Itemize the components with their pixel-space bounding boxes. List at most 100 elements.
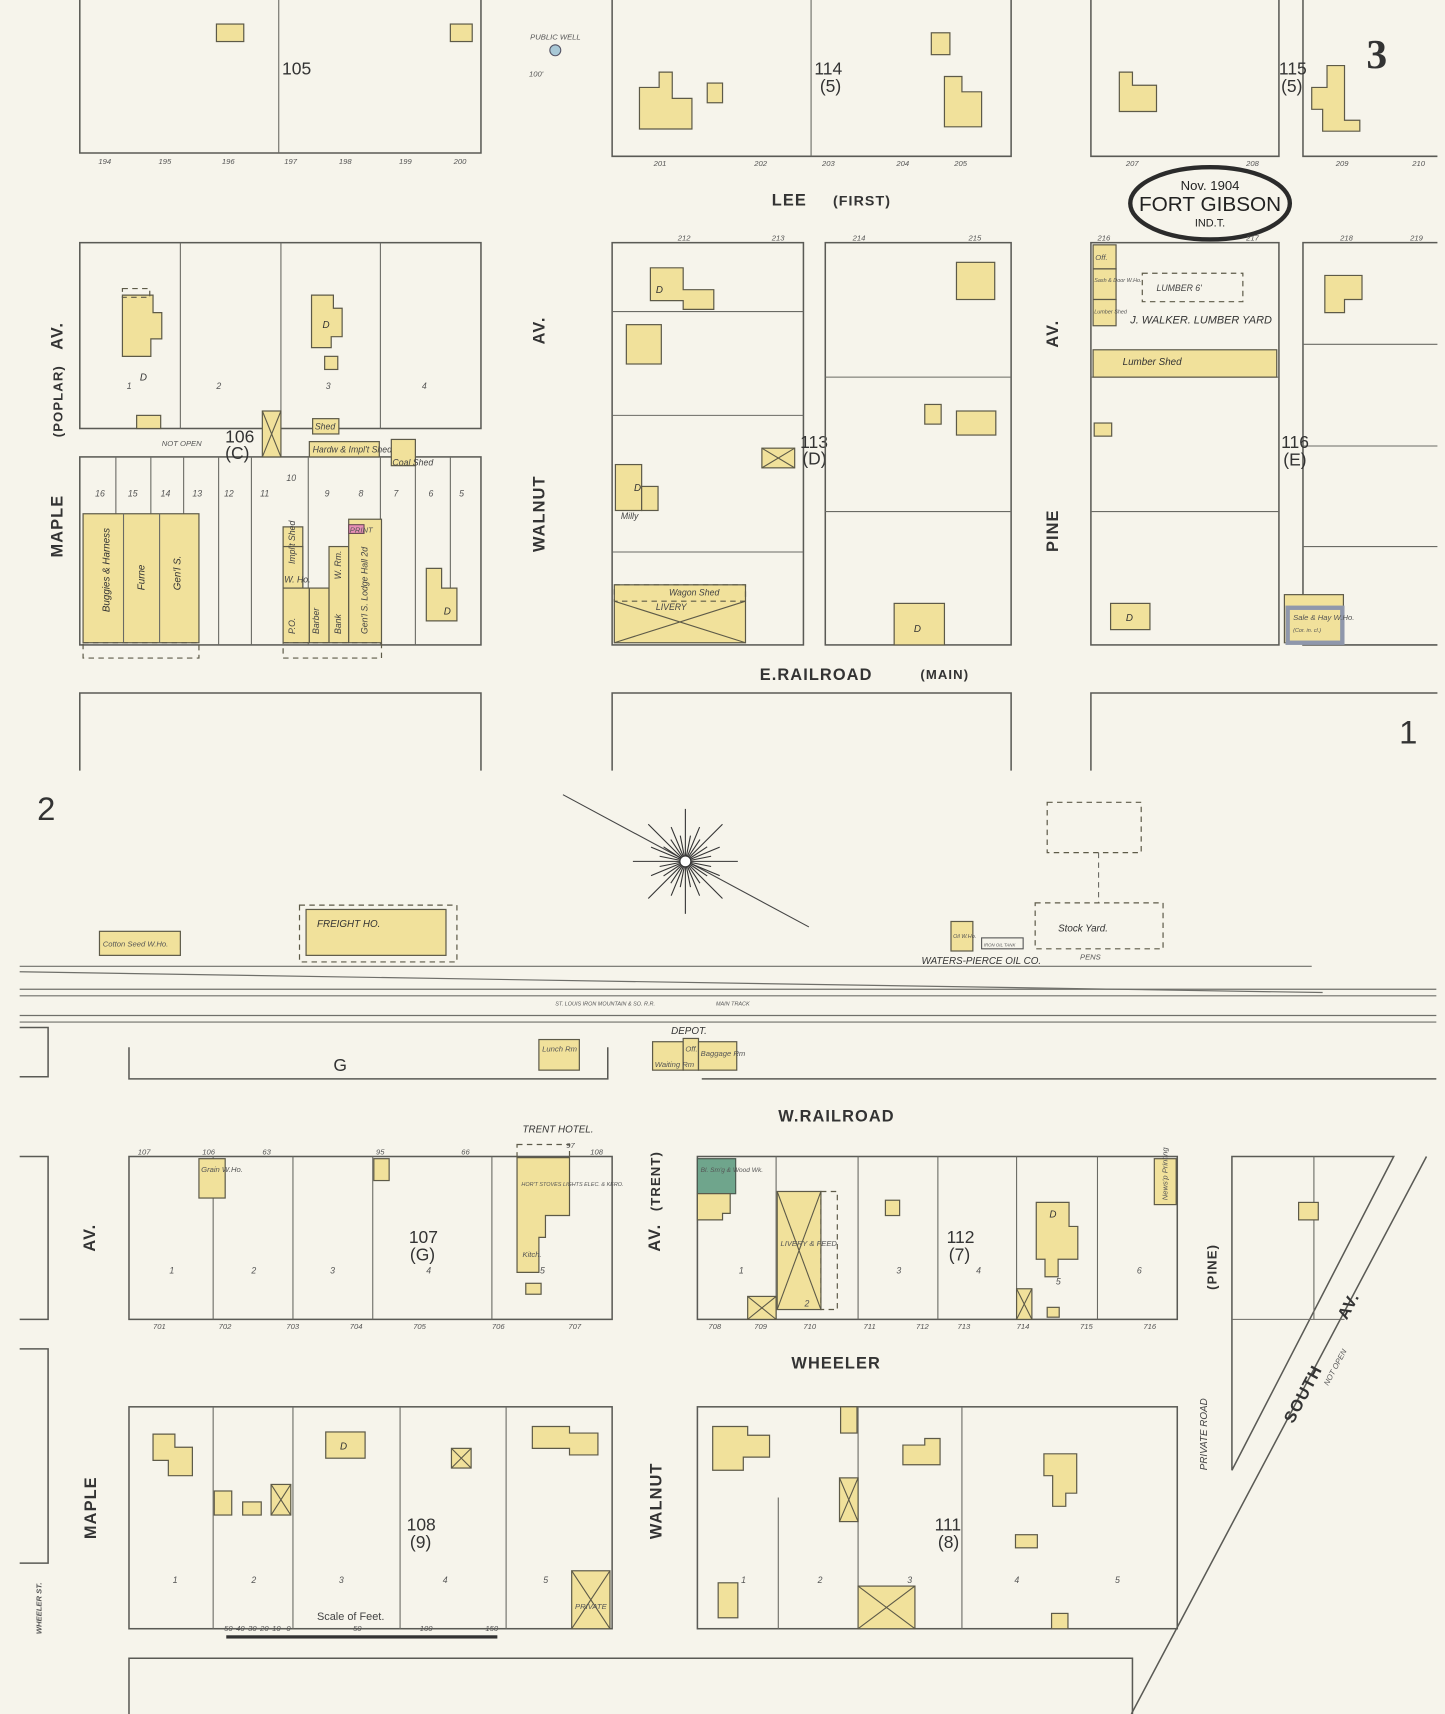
street-wheeler-st: WHEELER ST. <box>35 1583 44 1635</box>
freight-house-label: FREIGHT HO. <box>317 919 380 930</box>
svg-text:1: 1 <box>127 381 132 391</box>
print-label: PRINT <box>350 525 374 534</box>
block-letter: (9) <box>410 1532 431 1552</box>
svg-text:97: 97 <box>566 1141 575 1150</box>
block-116: 116 (E) Sale & Hay W.Ho. (Cor. in. cl.) <box>1281 241 1438 646</box>
svg-text:G: G <box>333 1055 347 1075</box>
svg-text:210: 210 <box>1411 159 1425 168</box>
svg-text:D: D <box>1126 613 1133 624</box>
svg-text:1: 1 <box>741 1575 746 1585</box>
general-store-label: Gen'l S. <box>172 556 183 591</box>
svg-text:3: 3 <box>907 1575 912 1585</box>
block-east-of-113: D <box>824 241 1012 646</box>
svg-text:198: 198 <box>339 157 352 166</box>
street-trent-alt: (TRENT) <box>648 1151 663 1211</box>
street-maple-av: AV. <box>48 322 66 350</box>
svg-text:199: 199 <box>399 157 412 166</box>
block-letter: (5) <box>1281 76 1302 96</box>
compass-ray <box>685 846 720 862</box>
svg-text:201: 201 <box>653 159 667 168</box>
scale-bar: Scale of Feet. 50 40 30 20 10 0 50 100 1… <box>224 1611 499 1639</box>
railroad-name: ST. LOUIS IRON MOUNTAIN & SO. R.R. <box>555 1002 655 1008</box>
adjacent-sheet-west: 2 <box>37 790 55 827</box>
trent-hotel-label: TRENT HOTEL. <box>523 1124 594 1135</box>
street-wheeler: WHEELER <box>791 1355 881 1373</box>
well-depth: 100' <box>529 70 544 79</box>
oil-company-label: WATERS-PIERCE OIL CO. <box>921 956 1041 967</box>
svg-text:10: 10 <box>286 473 296 483</box>
svg-text:66: 66 <box>461 1147 470 1156</box>
implement-shed-label: Impl't Shed <box>287 519 297 564</box>
svg-text:5: 5 <box>540 1265 545 1275</box>
address-row-lee: 216 217 218 219 212 213 214 215 <box>677 233 1424 242</box>
block-111: 111 (8) 1 2 3 4 5 <box>696 1406 1179 1630</box>
svg-text:63: 63 <box>262 1147 271 1156</box>
adjacent-sheet-east: 1 <box>1399 713 1417 750</box>
svg-text:703: 703 <box>286 1322 299 1331</box>
address-row-top: 194 195 196 197 198 199 200 201 202 203 … <box>98 157 1425 168</box>
block-105: 105 <box>79 0 482 154</box>
coal-shed-label: Coal Shed <box>392 458 434 468</box>
svg-text:5: 5 <box>459 488 464 498</box>
printing-label: News'p Printing <box>1160 1147 1169 1201</box>
svg-text:4: 4 <box>443 1575 448 1585</box>
buggies-harness-label: Buggies & Harness <box>101 528 112 612</box>
livery-label: LIVERY <box>656 602 688 612</box>
block-number: 105 <box>282 58 311 78</box>
svg-text:7: 7 <box>394 488 400 498</box>
street-e-railroad-alt: (MAIN) <box>920 667 969 682</box>
svg-text:710: 710 <box>803 1322 816 1331</box>
street-maple-lower: MAPLE <box>82 1476 100 1539</box>
svg-text:195: 195 <box>158 157 171 166</box>
svg-text:707: 707 <box>568 1322 581 1331</box>
blacksmith-label: Bl. Sm'g & Wood Wk. <box>701 1167 764 1174</box>
hotel-note: HOR'T STOVES LIGHTS ELEC. & KERO. <box>521 1182 623 1188</box>
svg-text:205: 205 <box>953 159 967 168</box>
svg-text:D: D <box>634 483 641 494</box>
block-116-lumber-yard: Off. Sash & Door W.Ho. Lumber Shed LUMBE… <box>1090 241 1280 646</box>
svg-text:214: 214 <box>852 233 866 242</box>
street-lee-alt: (FIRST) <box>833 194 891 210</box>
compass-ray <box>670 861 686 896</box>
svg-text:3: 3 <box>339 1575 344 1585</box>
compass-ray <box>685 860 720 877</box>
block-107: Grain W.Ho. TRENT HOTEL. HOR'T STOVES LI… <box>128 1124 624 1321</box>
lumber-pile-label: LUMBER 6' <box>1156 283 1202 293</box>
street-maple: MAPLE <box>48 495 66 558</box>
svg-text:D: D <box>1049 1210 1056 1221</box>
svg-text:209: 209 <box>1335 159 1349 168</box>
svg-text:1: 1 <box>169 1265 174 1275</box>
block-letter: (7) <box>949 1244 970 1264</box>
block-106: 1 2 3 4 D D NOT OPEN Buggies & Harness F… <box>79 241 482 659</box>
svg-text:13: 13 <box>192 488 202 498</box>
compass-rose-icon <box>562 794 810 928</box>
svg-text:200: 200 <box>453 157 467 166</box>
svg-text:15: 15 <box>128 488 138 498</box>
svg-text:3: 3 <box>326 381 331 391</box>
street-pine-lower-alt: (PINE) <box>1205 1244 1220 1290</box>
svg-text:705: 705 <box>413 1322 426 1331</box>
block-114: 114 (5) <box>611 0 1012 158</box>
svg-text:194: 194 <box>98 157 111 166</box>
block-letter: (8) <box>938 1532 959 1552</box>
street-pine: PINE <box>1044 509 1062 552</box>
svg-text:4: 4 <box>976 1265 981 1275</box>
block-108: D PRIVATE 108 (9) 1 2 3 4 5 <box>128 1406 613 1630</box>
railroad-tracks: ST. LOUIS IRON MOUNTAIN & SO. R.R. MAIN … <box>19 965 1437 1023</box>
cotton-seed-label: Cotton Seed W.Ho. <box>103 940 169 949</box>
street-south: SOUTH <box>1281 1362 1326 1426</box>
lodge-hall-label: Gen'l S. Lodge Hall 2d <box>359 546 369 634</box>
svg-text:10: 10 <box>272 1624 281 1633</box>
sale-hay-label: Sale & Hay W.Ho. <box>1293 613 1354 622</box>
svg-text:5: 5 <box>1115 1575 1120 1585</box>
svg-text:20: 20 <box>259 1624 269 1633</box>
map-date: Nov. 1904 <box>1181 178 1240 193</box>
svg-text:706: 706 <box>492 1322 505 1331</box>
block-number: 108 <box>407 1514 436 1534</box>
millinery-label: Milly <box>621 511 639 521</box>
svg-text:12: 12 <box>224 488 234 498</box>
svg-text:208: 208 <box>1245 159 1259 168</box>
svg-text:702: 702 <box>219 1322 232 1331</box>
svg-text:2: 2 <box>215 381 221 391</box>
